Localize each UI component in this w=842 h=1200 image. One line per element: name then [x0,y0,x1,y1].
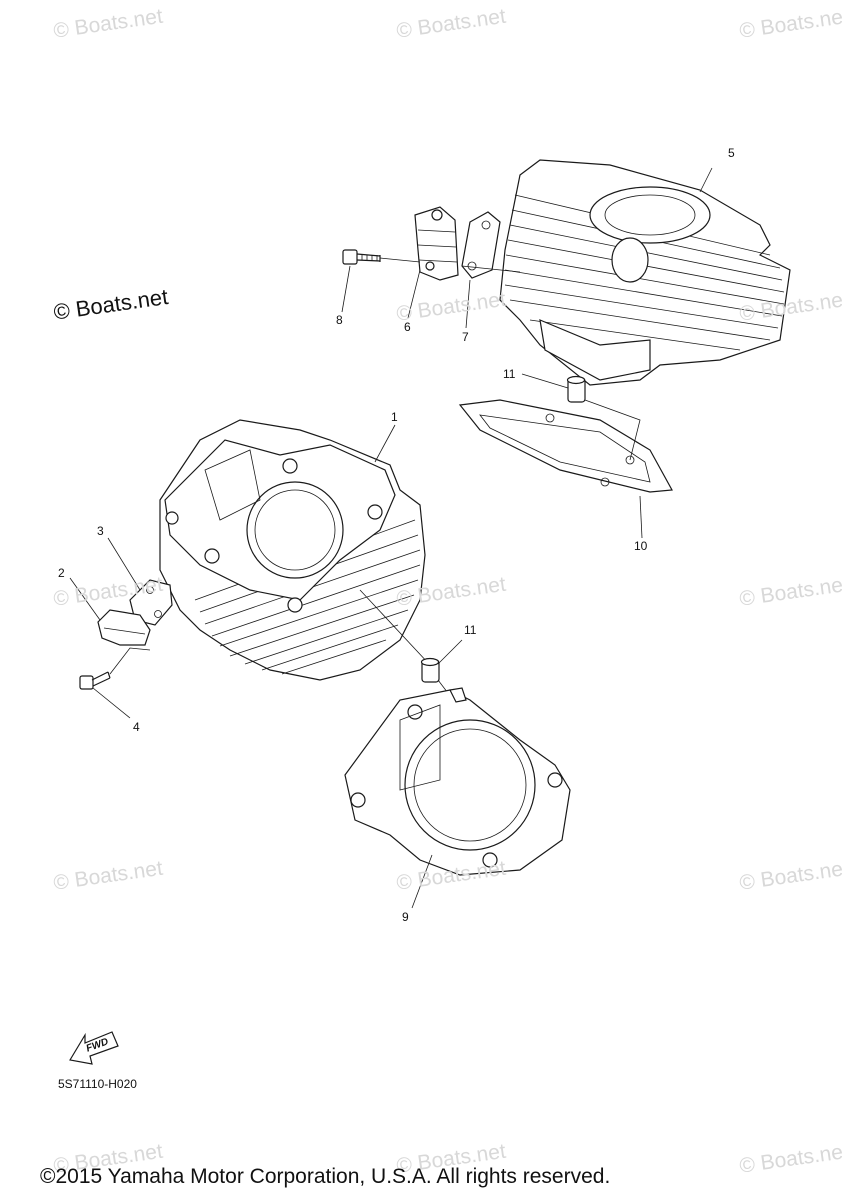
callout-4: 4 [133,720,140,734]
part-6-bracket [414,206,459,281]
callout-6: 6 [404,320,411,334]
callout-3: 3 [97,524,104,538]
part-10-gasket [458,399,673,493]
callout-7: 7 [462,330,469,344]
copyright-footer: ©2015 Yamaha Motor Corporation, U.S.A. A… [40,1165,611,1188]
part-2-cover [97,609,151,646]
diagram-code: 5S71110-H020 [58,1077,137,1091]
part-1-front-cylinder [159,419,426,681]
callout-2: 2 [58,566,65,580]
callout-9: 9 [402,910,409,924]
callout-5: 5 [728,146,735,160]
part-8-bolt [342,249,381,265]
fwd-arrow-icon [69,1031,119,1065]
part-4-bolt [79,671,111,690]
callout-8: 8 [336,313,343,327]
part-11-dowel-upper [566,375,586,403]
part-5-rear-cylinder [499,159,791,386]
callout-10: 10 [634,539,648,553]
callout-11-lower: 11 [464,623,477,637]
callout-11-upper: 11 [503,367,516,381]
part-11-dowel-lower [420,657,440,683]
part-9-gasket [344,687,571,876]
callout-1: 1 [391,410,398,424]
